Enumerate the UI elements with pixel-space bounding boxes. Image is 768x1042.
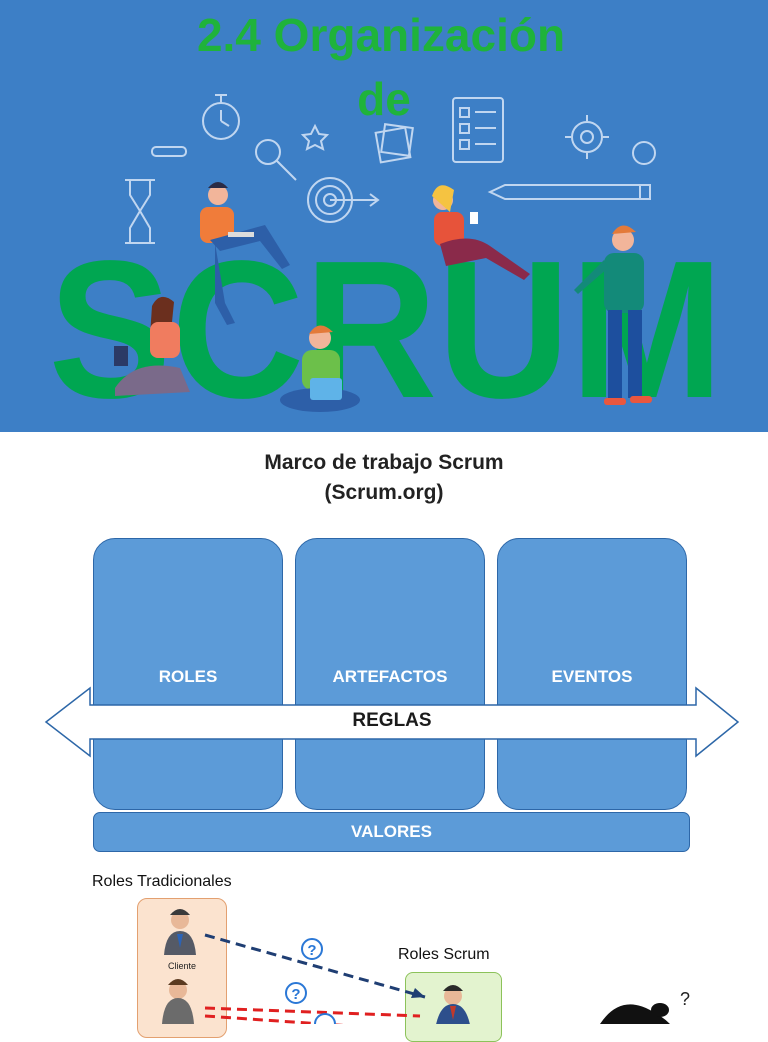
target-icon [307, 177, 380, 223]
hero-decoration [125, 94, 656, 244]
woman-with-phone-illustration [432, 185, 530, 280]
traditional-roles-box: Cliente [137, 898, 227, 1038]
roles-column: ROLES [93, 538, 283, 810]
framework-title: Marco de trabajo Scrum [264, 451, 504, 474]
manager-dashed-arrow-2 [204, 1014, 345, 1024]
events-column: EVENTOS [497, 538, 687, 810]
man-on-phone-illustration [574, 225, 652, 405]
question-bubble-3 [314, 1013, 336, 1024]
scrum-roles-box [405, 972, 502, 1042]
artifacts-label: ARTEFACTOS [332, 667, 448, 686]
hero-title-line1: 2.4 Organización [196, 9, 566, 61]
thinking-figure-illustration: ? [600, 989, 690, 1024]
person-with-laptop-illustration [200, 182, 290, 325]
scrum-roles-title: Roles Scrum [398, 946, 490, 963]
hero-banner: 2.4 Organización de SCRUM [0, 0, 768, 432]
magnifier-icon [255, 139, 297, 181]
paperclip-icon [151, 146, 187, 157]
checklist-icon [452, 97, 504, 163]
gear-icon [565, 115, 609, 159]
client-label: Cliente [167, 961, 196, 971]
rules-label: REGLAS [352, 710, 432, 731]
manager-dashed-arrow-1 [204, 1006, 421, 1018]
notes-icon [374, 123, 414, 164]
framework-subtitle: (Scrum.org) [324, 481, 444, 504]
hourglass-icon [125, 179, 155, 244]
question-bubble-2: ? [285, 982, 307, 1004]
question-bubble-1: ? [301, 938, 323, 960]
events-label: EVENTOS [551, 667, 633, 686]
traditional-roles-title: Roles Tradicionales [92, 873, 232, 890]
man-cross-legged-illustration [280, 325, 360, 412]
stopwatch-icon [202, 94, 240, 140]
small-gear-icon [632, 141, 656, 165]
scrum-word-graphic: SCRUM [49, 182, 724, 432]
svg-text:?: ? [291, 986, 300, 1003]
roles-label: ROLES [158, 667, 218, 686]
svg-text:?: ? [680, 989, 690, 1009]
client-dashed-arrow [204, 933, 426, 999]
values-label: VALORES [351, 822, 432, 841]
values-bar: VALORES [93, 812, 690, 852]
artifacts-column: ARTEFACTOS [295, 538, 485, 810]
woman-with-tablet-illustration [114, 296, 190, 396]
star-icon [300, 123, 330, 151]
pencil-icon [487, 184, 651, 200]
hero-title-line2: de [357, 73, 411, 125]
svg-text:?: ? [307, 942, 316, 959]
